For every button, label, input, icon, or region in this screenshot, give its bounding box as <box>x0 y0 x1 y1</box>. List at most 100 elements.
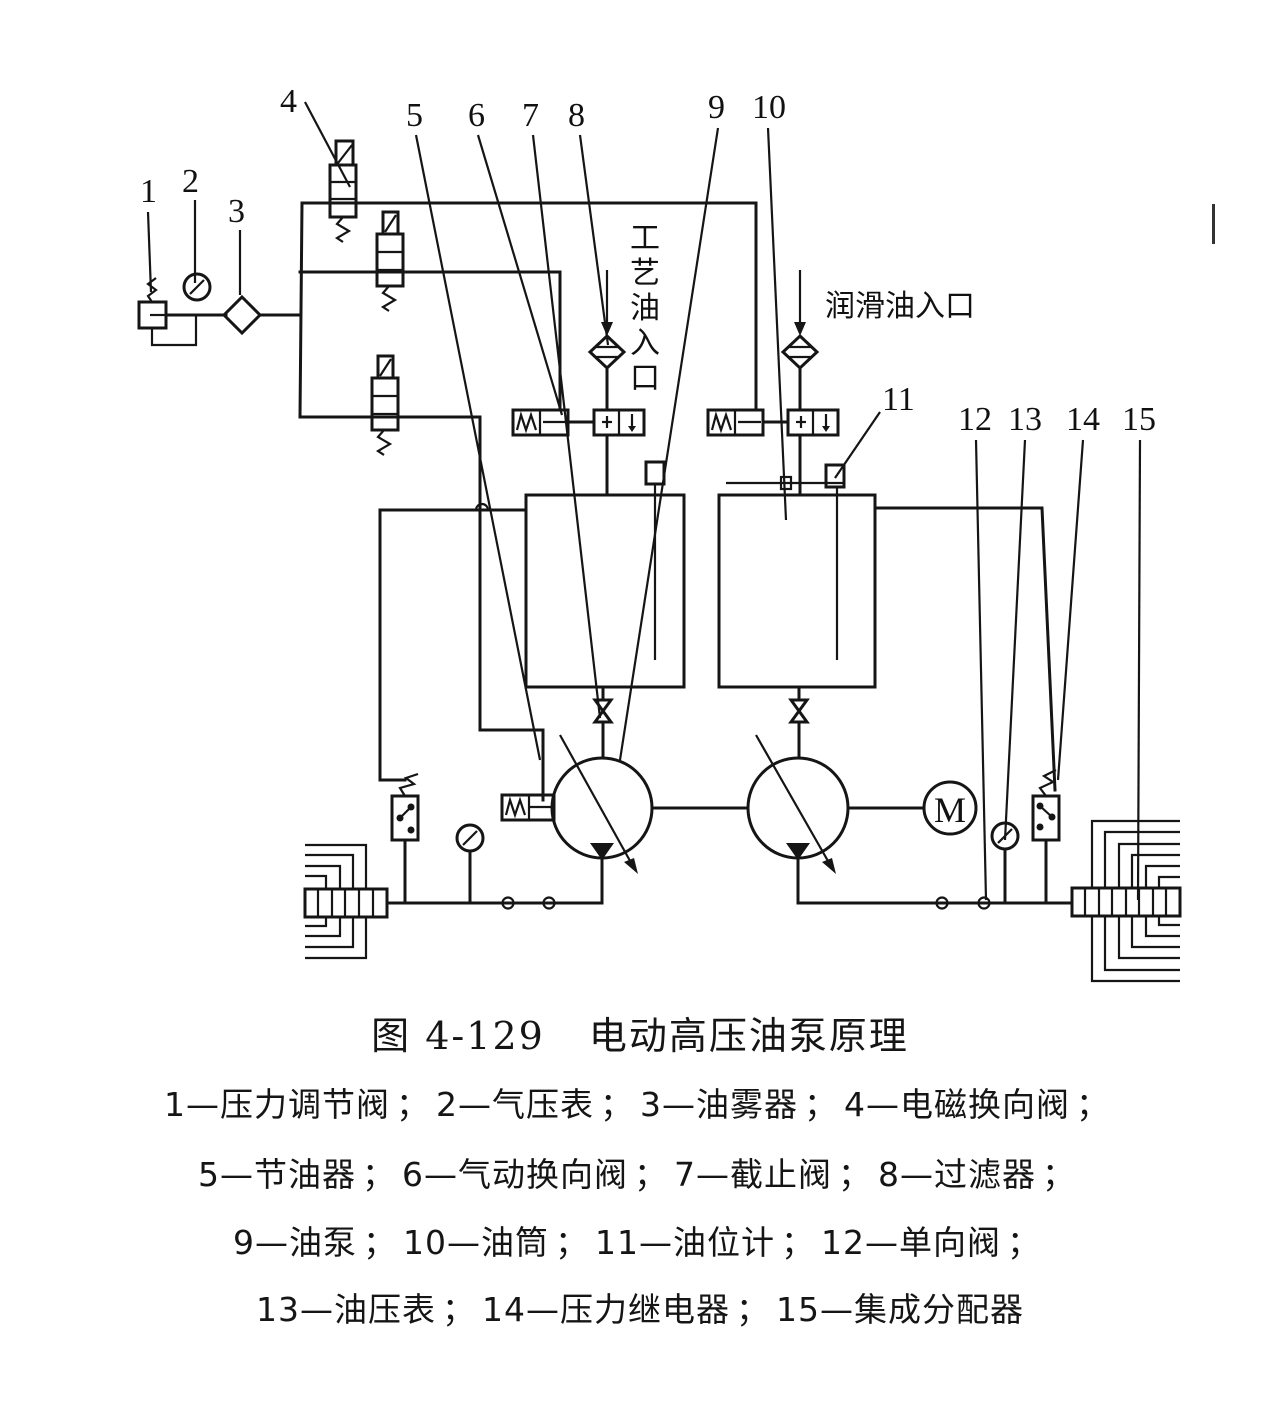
legend-item: 9—油泵 <box>233 1223 357 1262</box>
pressure-relay-icon-right <box>1031 769 1061 905</box>
svg-text:入: 入 <box>630 326 660 361</box>
figure-title: 电动高压油泵原理 <box>588 1014 909 1058</box>
legend-item-number: 4— <box>844 1085 900 1124</box>
legend-line-1: 1—压力调节阀；2—气压表；3—油雾器；4—电磁换向阀； <box>0 1078 1280 1126</box>
legend-item-name: 气动换向阀 <box>458 1155 628 1194</box>
legend-separator: ； <box>1007 1223 1041 1262</box>
legend-item-number: 12— <box>821 1223 899 1262</box>
legend-item-name: 单向阀 <box>899 1223 1001 1262</box>
solenoid-valve-icon-bottom <box>370 354 400 456</box>
distributor-icon-left <box>303 843 389 960</box>
legend-item: 4—电磁换向阀 <box>844 1085 1070 1124</box>
legend-item: 8—过滤器 <box>878 1155 1036 1194</box>
svg-text:油: 油 <box>630 291 660 326</box>
legend-item-name: 集成分配器 <box>854 1290 1024 1329</box>
pressure-relay-icon-left <box>390 772 420 905</box>
svg-text:艺: 艺 <box>630 256 660 291</box>
callout-7: 7 <box>522 97 539 134</box>
oil-tank-right <box>717 493 877 689</box>
svg-text:工: 工 <box>630 221 660 256</box>
distributor-icon-right <box>1070 819 1182 983</box>
legend-item: 5—节油器 <box>198 1155 356 1194</box>
legend-item-number: 6— <box>402 1155 458 1194</box>
shutoff-spool-valve-icon-right <box>786 408 840 437</box>
legend-item-name: 油位计 <box>673 1223 775 1262</box>
legend-separator: ； <box>781 1223 815 1262</box>
figure-caption: 图 4-129 电动高压油泵原理 <box>0 1005 1280 1060</box>
oil-tank-left <box>524 493 686 689</box>
legend-separator: ； <box>363 1223 397 1262</box>
legend-separator: ； <box>362 1155 396 1194</box>
callout-5: 5 <box>406 97 423 134</box>
legend-item-name: 油筒 <box>481 1223 549 1262</box>
legend-separator: ； <box>396 1085 430 1124</box>
legend-item-number: 5— <box>198 1155 254 1194</box>
legend-separator: ； <box>838 1155 872 1194</box>
legend-separator: ； <box>804 1085 838 1124</box>
legend-item-number: 1— <box>164 1085 220 1124</box>
callout-4: 4 <box>280 83 297 120</box>
legend-item-name: 节油器 <box>254 1155 356 1194</box>
legend-item: 14—压力继电器 <box>482 1290 730 1329</box>
legend-item-number: 9— <box>233 1223 289 1262</box>
legend-item-number: 7— <box>674 1155 730 1194</box>
lube-oil-inlet-label: 润滑油入口 <box>825 289 975 324</box>
legend-item: 11—油位计 <box>595 1223 775 1262</box>
legend-item-number: 13— <box>256 1290 334 1329</box>
legend-item-number: 14— <box>482 1290 560 1329</box>
legend-item-number: 10— <box>403 1223 481 1262</box>
legend-separator: ； <box>555 1223 589 1262</box>
oil-saver-icon <box>500 793 556 822</box>
legend-item: 10—油筒 <box>403 1223 549 1262</box>
legend-item-name: 压力调节阀 <box>220 1085 390 1124</box>
legend-item: 3—油雾器 <box>640 1085 798 1124</box>
legend-item-name: 压力继电器 <box>560 1290 730 1329</box>
legend-item-name: 过滤器 <box>934 1155 1036 1194</box>
svg-text:M: M <box>934 790 966 830</box>
figure-number: 图 4-129 <box>371 1014 545 1058</box>
legend-item-name: 气压表 <box>492 1085 594 1124</box>
hydraulic-schematic: 1 2 3 4 5 6 7 8 9 10 11 12 13 14 15 <box>137 83 1182 983</box>
oil-level-gauge-icon-left <box>644 460 666 660</box>
pressure-regulating-valve-icon <box>137 277 198 347</box>
callout-14: 14 <box>1066 401 1100 438</box>
legend-item: 13—油压表 <box>256 1290 436 1329</box>
legend-item-name: 电磁换向阀 <box>900 1085 1070 1124</box>
process-oil-inlet-label: 工 艺 油 入 口 <box>630 221 660 396</box>
shutoff-spool-valve-icon-left <box>592 408 646 437</box>
legend-item-name: 油泵 <box>289 1223 357 1262</box>
legend-item-number: 11— <box>595 1223 673 1262</box>
legend-separator: ； <box>442 1290 476 1329</box>
legend-item-number: 2— <box>436 1085 492 1124</box>
legend-line-2: 5—节油器；6—气动换向阀；7—截止阀；8—过滤器； <box>0 1148 1280 1196</box>
legend-separator: ； <box>600 1085 634 1124</box>
legend-item-name: 油雾器 <box>696 1085 798 1124</box>
legend-line-3: 9—油泵；10—油筒；11—油位计；12—单向阀； <box>0 1216 1280 1264</box>
shutoff-valve-icon-left <box>592 685 614 760</box>
solenoid-valve-icon-middle <box>375 210 405 312</box>
shutoff-valve-icon-right <box>788 685 810 760</box>
legend-item: 2—气压表 <box>436 1085 594 1124</box>
legend-item-name: 截止阀 <box>730 1155 832 1194</box>
leader-lines <box>146 101 1142 901</box>
air-operated-valve-icon-right <box>706 408 765 437</box>
legend-item-number: 15— <box>776 1290 854 1329</box>
oil-mister-icon <box>221 294 263 336</box>
legend-item: 1—压力调节阀 <box>164 1085 390 1124</box>
legend-item-number: 3— <box>640 1085 696 1124</box>
legend-item: 6—气动换向阀 <box>402 1155 628 1194</box>
callout-9: 9 <box>708 89 725 126</box>
callout-8: 8 <box>568 97 585 134</box>
legend-item-number: 8— <box>878 1155 934 1194</box>
filter-icon-process <box>587 270 627 412</box>
check-valve-icon <box>501 896 991 910</box>
legend-separator: ； <box>634 1155 668 1194</box>
callout-6: 6 <box>468 97 485 134</box>
oil-pressure-gauge-icon-right <box>990 821 1020 905</box>
svg-text:口: 口 <box>630 361 660 396</box>
legend-separator: ； <box>736 1290 770 1329</box>
legend-line-4: 13—油压表；14—压力继电器；15—集成分配器 <box>0 1283 1280 1331</box>
callout-15: 15 <box>1122 401 1156 438</box>
callout-11: 11 <box>882 381 915 418</box>
oil-pressure-gauge-icon-left <box>455 823 485 905</box>
